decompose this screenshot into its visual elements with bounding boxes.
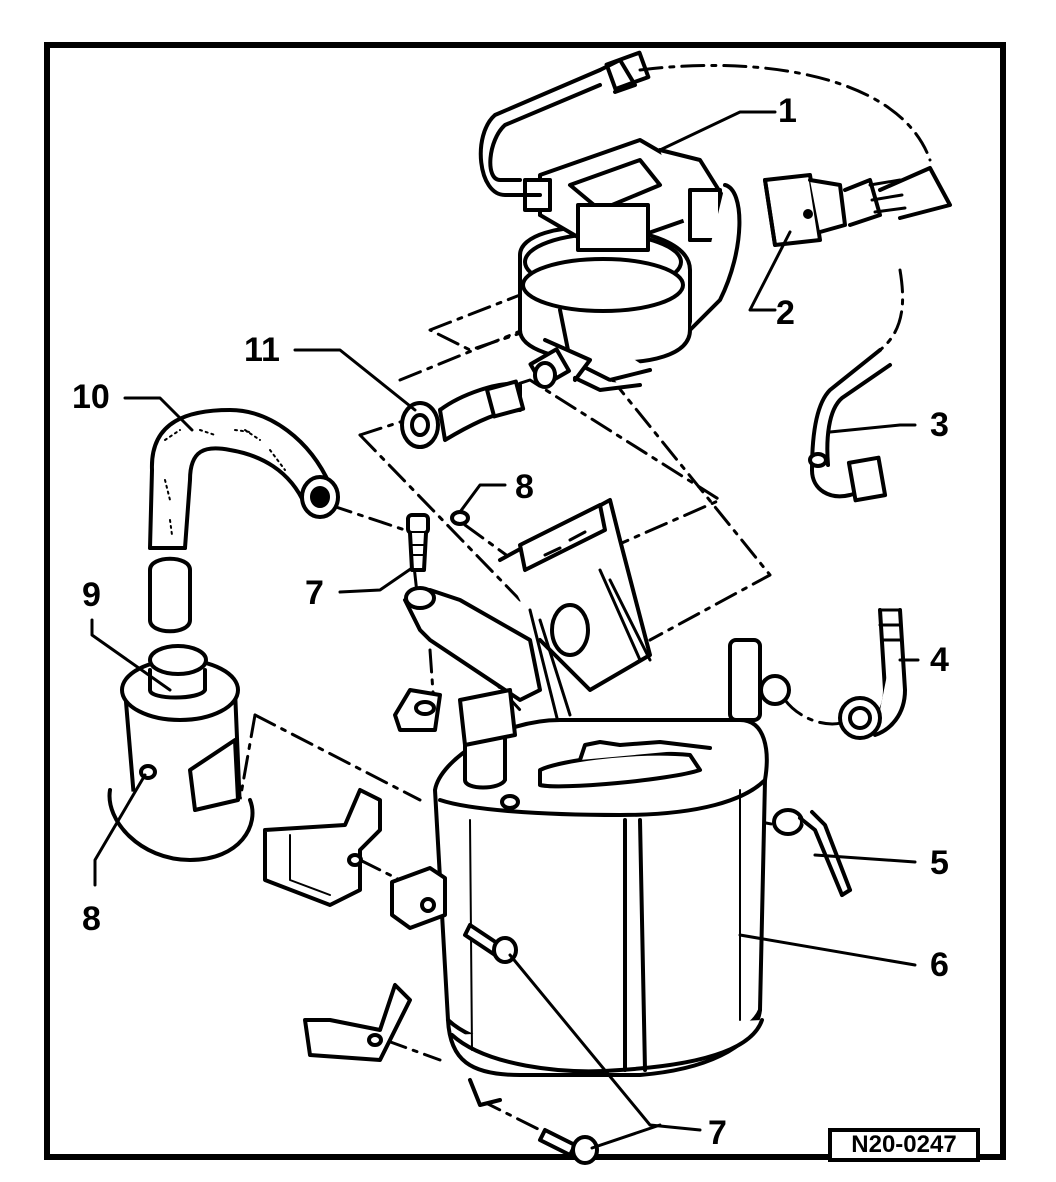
callout-8-top: 8: [515, 468, 534, 506]
sensor-5: [772, 808, 852, 897]
callout-5: 5: [930, 844, 949, 882]
clip-middle: [390, 866, 447, 930]
reference-code-box: N20-0247: [828, 1128, 980, 1162]
clip-upper-left: [263, 788, 382, 907]
filter-9: [107, 644, 255, 862]
electrical-connector: [763, 166, 952, 247]
callout-8-left: 8: [82, 900, 101, 938]
hose-sleeve: [148, 556, 192, 634]
callout-7-top: 7: [305, 574, 324, 612]
elbow-hose-3: [808, 348, 892, 503]
callout-6: 6: [930, 946, 949, 984]
callout-3: 3: [930, 406, 949, 444]
reference-code: N20-0247: [851, 1131, 957, 1158]
callout-2: 2: [776, 294, 795, 332]
leader-lines: [90, 110, 920, 1150]
callout-10: 10: [72, 378, 110, 416]
charcoal-canister: [433, 638, 791, 1107]
long-hose-10: [148, 408, 340, 550]
elbow-hose-4: [838, 608, 907, 740]
bolt-7-bottom: [538, 1128, 599, 1165]
callout-11: 11: [244, 331, 280, 369]
callout-9: 9: [82, 576, 101, 614]
callout-7-bottom: 7: [708, 1114, 727, 1152]
clip-lower-left: [303, 983, 412, 1062]
valve-assembly: [518, 138, 742, 392]
callout-4: 4: [930, 641, 949, 679]
bolt-7-top: [406, 513, 430, 572]
screw-8-top: [450, 510, 470, 526]
short-hose-11: [400, 379, 526, 449]
callout-1: 1: [778, 92, 797, 130]
valve-hose: [478, 50, 651, 197]
mounting-bracket: [393, 498, 652, 732]
